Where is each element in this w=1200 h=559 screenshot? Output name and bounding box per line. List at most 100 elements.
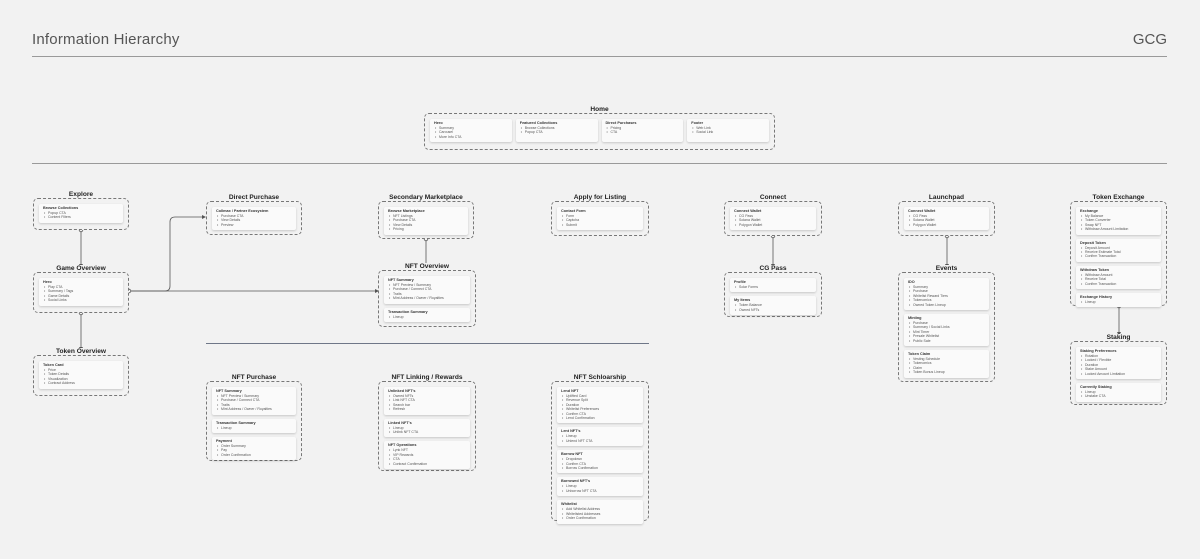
node-nft-overview[interactable]: NFT Overview NFT SummaryNFT Preview / Su… (378, 263, 476, 327)
node-title-token-exchange: Token Exchange (1090, 194, 1147, 201)
node-game-overview[interactable]: Game Overview HeroPlay CTASummary / Tags… (33, 265, 129, 313)
node-explore[interactable]: Explore Browse CollectionsPopup CTAConte… (33, 191, 129, 230)
card-item: Add Whitelist Address (561, 507, 639, 512)
node-title-connect: Connect (757, 194, 789, 201)
node-title-explore: Explore (66, 191, 96, 198)
card-item: Price (43, 368, 119, 373)
card-item: Revenue Split (561, 398, 639, 403)
info-card: HeroPlay CTASummary / TagsGame DetailsSo… (39, 278, 123, 306)
card-item: Mint Address / Owner / Royalties (216, 407, 292, 412)
card-item: Polygon Wallet (908, 223, 985, 228)
node-title-secondary-marketplace: Secondary Marketplace (387, 194, 465, 201)
card-item: Search bar (388, 403, 466, 408)
node-nft-purchase[interactable]: NFT Purchase NFT SummaryNFT Preview / Su… (206, 374, 302, 461)
card-item-list: NFT ListingsPurchase CTAView DetailsPric… (388, 214, 464, 232)
info-card: Lent NFT'sLineupUnlend NFT CTA (557, 427, 643, 447)
node-token-exchange[interactable]: Token Exchange ExchangeMy BalanceToken C… (1070, 194, 1167, 308)
card-item: Lynk NFT (388, 448, 466, 453)
info-card: Direct PurchasesPricingCTA (601, 119, 684, 143)
card-item: Lineup (561, 484, 639, 489)
card-item: Pay (216, 448, 292, 453)
info-card: Transaction SummaryLineup (384, 307, 470, 323)
node-title-nft-overview: NFT Overview (403, 263, 451, 270)
node-direct-purchase[interactable]: Direct Purchase Collmax / Partner Ecosys… (206, 194, 302, 235)
card-item-list: LineupUnlink NFT CTA (388, 426, 466, 435)
card-item: Summary / Social Links (908, 325, 985, 330)
card-item: Solana Wallet (908, 218, 985, 223)
card-item: Summary / Tags (43, 289, 119, 294)
card-item: Duration (1080, 363, 1157, 368)
card-item: Owned NFTs (388, 394, 466, 399)
node-nft-linking[interactable]: NFT Linking / Rewards Unlinked NFT'sOwne… (378, 374, 476, 471)
info-card: Lend NFTUplifted CardRevenue SplitDurati… (557, 387, 643, 424)
info-card: NFT OperationsLynk NFTVIP RewardsCTACont… (384, 441, 470, 470)
card-item: Purchase / Connect CTA (216, 398, 292, 403)
card-item: Withdraw Amount Limitation (1080, 227, 1157, 232)
info-card: Featured CollectionsBrowse CollectionsPo… (515, 119, 598, 143)
info-card: My ItemsToken BalanceOwned NFTs (730, 296, 816, 316)
card-item: Purchase CTA (388, 218, 464, 223)
card-item: Locked / Flexible (1080, 358, 1157, 363)
card-list: Contact FormFormCaptchaSubmit (557, 207, 643, 231)
card-item-list: Withdraw AmountReceive TotalConfirm Tran… (1080, 273, 1157, 287)
info-card: NFT SummaryNFT Preview / SummaryPurchase… (384, 276, 470, 304)
card-item-list: Uplifted CardRevenue SplitDurationWhitel… (561, 394, 639, 421)
card-title: Exchange (1080, 209, 1098, 213)
card-title: Browse Marketplace (388, 209, 425, 213)
card-title: Transaction Summary (216, 420, 256, 425)
card-title: Withdraw Token (1080, 267, 1110, 272)
card-list: HeroSummaryCarouselMore Info CTAFeatured… (430, 119, 769, 143)
card-item: CG Pass (734, 214, 812, 219)
card-title: Borrowed NFT's (561, 479, 591, 484)
card-title: Borrow NFT (561, 452, 583, 457)
card-item: Captcha (561, 218, 639, 223)
card-item: CTA (606, 130, 680, 135)
card-item-list: NFT Preview / SummaryPurchase / Connect … (216, 394, 292, 412)
card-item-list: NFT Preview / SummaryPurchase / Connect … (388, 283, 466, 301)
card-item: Lineup (388, 426, 466, 431)
card-title: Hero (434, 121, 443, 125)
header-divider (32, 56, 1167, 57)
card-item: Solar Forms (734, 285, 812, 290)
card-item: Purchase / Connect CTA (388, 287, 466, 292)
card-item: Borrow Confirmation (561, 466, 639, 471)
info-card: PaymentOrder SummaryPayOrder Confirmatio… (212, 437, 296, 461)
info-card: Unlinked NFT'sOwned NFTsLink NFT CTASear… (384, 387, 470, 415)
card-item-list: PricingCTA (606, 126, 680, 135)
node-title-staking: Staking (1104, 334, 1133, 341)
card-item: Locked Amount Limitation (1080, 372, 1157, 377)
node-token-overview[interactable]: Token Overview Token CardPriceToken Deta… (33, 348, 129, 396)
info-card: Contact FormFormCaptchaSubmit (557, 207, 643, 231)
card-item: Deposit Amount (1080, 246, 1157, 251)
card-list: HeroPlay CTASummary / TagsGame DetailsSo… (39, 278, 123, 306)
card-item: Popup CTA (43, 211, 119, 216)
card-item: CG Pass (908, 214, 985, 219)
card-item: Whitelisted Addresses (561, 512, 639, 517)
card-item: Submit (561, 223, 639, 228)
info-card: Token CardPriceToken DetailsVisualizatio… (39, 361, 123, 389)
node-nft-scholarship[interactable]: NFT Schloarship Lend NFTUplifted CardRev… (551, 374, 649, 524)
card-title: IDO (908, 280, 915, 284)
node-home[interactable]: Home HeroSummaryCarouselMore Info CTAFea… (424, 106, 775, 150)
card-item: Popup CTA (520, 130, 594, 135)
node-apply-for-listing[interactable]: Apply for Listing Contact FormFormCaptch… (551, 194, 649, 236)
node-staking[interactable]: Staking Staking PreferencesRotationLocke… (1070, 334, 1167, 405)
node-title-game-overview: Game Overview (54, 265, 108, 272)
card-title: Whitelist (561, 502, 577, 507)
info-card: Browse MarketplaceNFT ListingsPurchase C… (384, 207, 468, 235)
card-item: View Details (216, 218, 292, 223)
card-title: Deposit Token (1080, 240, 1106, 245)
card-item-list: Lineup (216, 426, 292, 431)
card-list: Browse MarketplaceNFT ListingsPurchase C… (384, 207, 468, 235)
card-title: Exchange History (1080, 295, 1113, 300)
node-events[interactable]: Events IDOSummaryPurchaseWhitelist Rewar… (898, 265, 995, 382)
card-title: Browse Collections (43, 206, 79, 210)
node-title-token-overview: Token Overview (53, 348, 109, 355)
card-item: Social Link (691, 130, 765, 135)
node-secondary-marketplace[interactable]: Secondary Marketplace Browse Marketplace… (378, 194, 474, 239)
card-title: Staking Preferences (1080, 349, 1117, 353)
